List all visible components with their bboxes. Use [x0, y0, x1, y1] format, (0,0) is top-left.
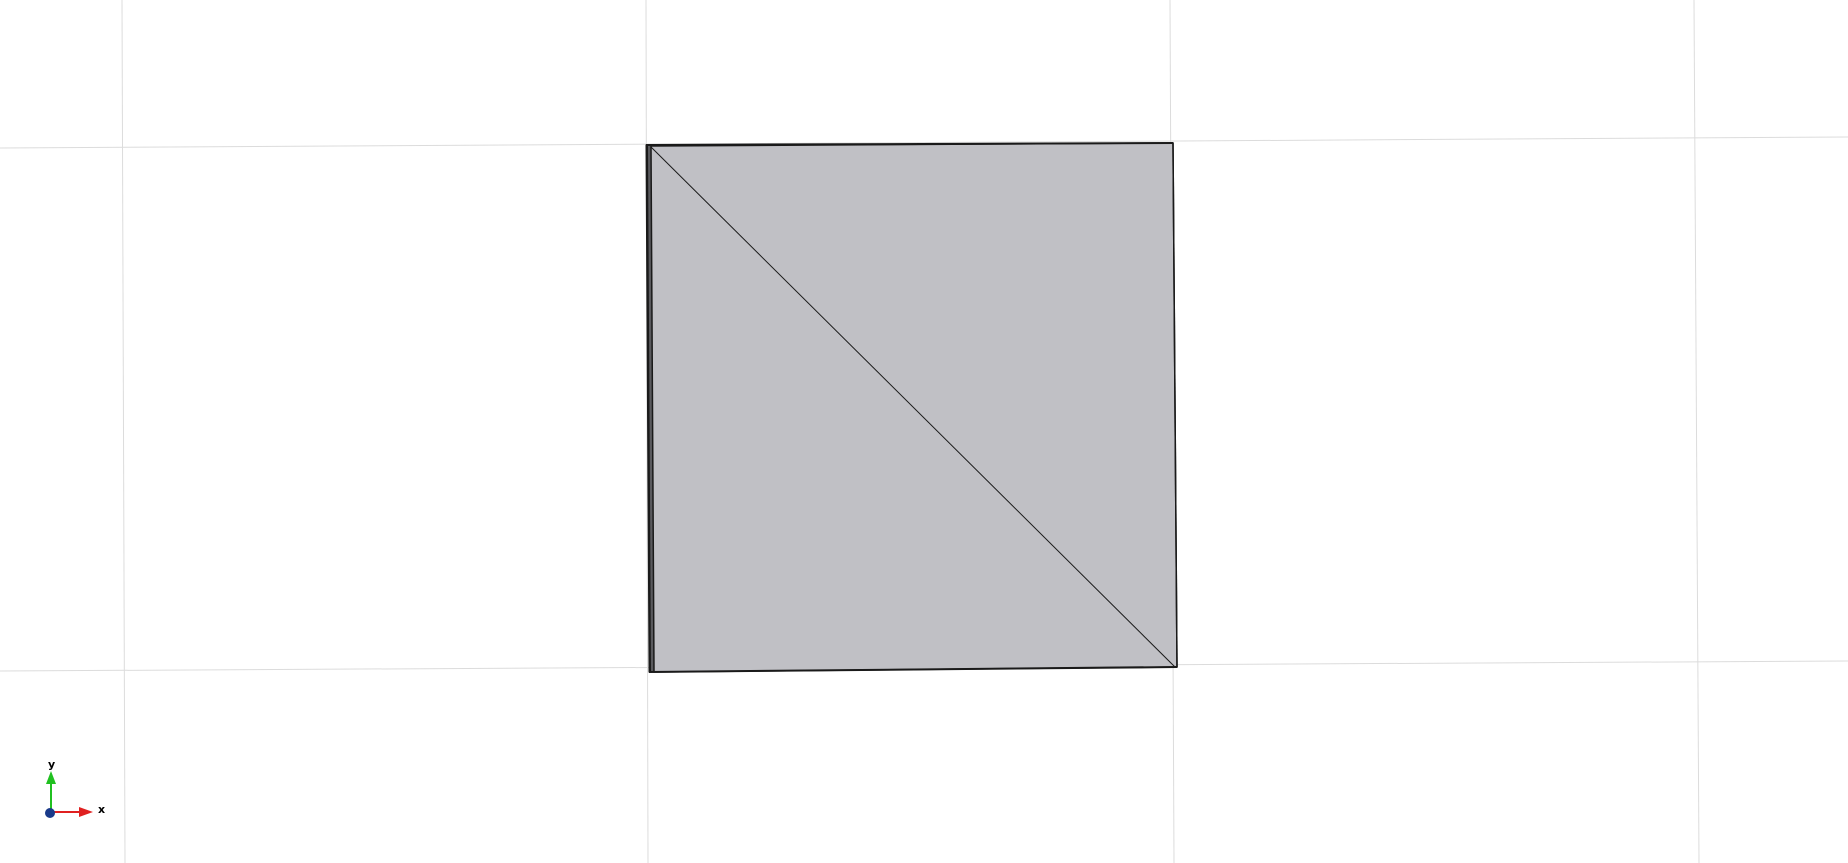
x-axis-label: x	[98, 803, 105, 816]
y-axis-label: y	[48, 758, 55, 771]
axis-triad: y x	[45, 758, 105, 818]
plate-right-edge[interactable]	[1172, 142, 1178, 668]
z-axis-origin-icon	[45, 808, 55, 818]
y-axis-arrow-icon	[46, 771, 56, 784]
grid-line-vertical	[1693, 0, 1700, 863]
plate-top-edge[interactable]	[645, 142, 1174, 146]
plate-diagonal-edge[interactable]	[650, 146, 1176, 668]
plate-left-edge[interactable]	[646, 144, 651, 673]
plate-bottom-edge[interactable]	[648, 666, 1178, 673]
x-axis-arrow-icon	[79, 807, 93, 817]
grid-line-horizontal	[0, 136, 1848, 149]
grid-line-vertical	[121, 0, 126, 863]
